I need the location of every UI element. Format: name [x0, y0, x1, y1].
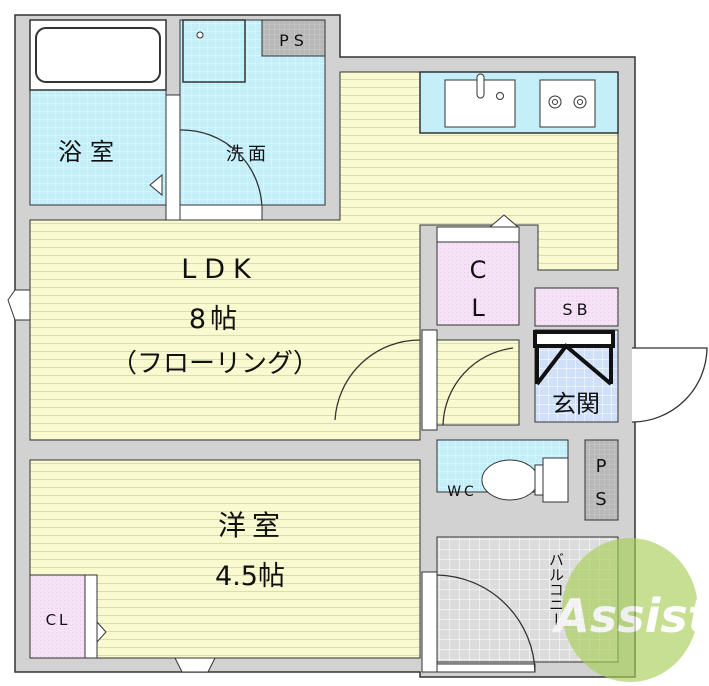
closet-label-l: L — [471, 294, 485, 322]
ldk-size: 8帖 — [189, 304, 241, 335]
door-marker-icon — [149, 173, 163, 197]
assist-logo: Assist — [551, 538, 709, 682]
window-marker-icon — [7, 289, 31, 321]
western-room-name: 洋室 — [218, 509, 286, 542]
ldk-floor: （フローリング） — [111, 349, 319, 379]
ps-top-label: PS — [279, 31, 309, 50]
window-marker-icon — [174, 657, 216, 673]
balcony-label: バルコニー — [547, 552, 565, 627]
sb-label: SB — [562, 300, 591, 319]
closet-ldk: C L — [436, 214, 520, 326]
entrance: 玄関 — [533, 329, 708, 423]
ps-top — [261, 19, 326, 57]
entrance-label: 玄関 — [552, 390, 600, 418]
wc: WC P S — [436, 439, 619, 521]
door-swing — [179, 129, 263, 211]
shoe-box: SB — [534, 287, 619, 327]
washroom: PS 洗面 — [165, 19, 326, 221]
ps-label-p: P — [596, 456, 607, 477]
western-room: 洋室 4.5帖 CL — [29, 459, 421, 673]
ps-label-s: S — [595, 489, 606, 510]
bath-label: 浴室 — [58, 138, 122, 166]
wc-label: WC — [447, 484, 477, 500]
closet-label-c: C — [470, 256, 487, 284]
logo-text: Assist — [551, 589, 709, 643]
hallway — [421, 329, 520, 431]
entrance-door — [631, 347, 708, 423]
ldk-name: LDK — [181, 254, 259, 285]
bathroom: 浴室 — [29, 19, 167, 206]
toilet-icon — [481, 459, 539, 501]
western-room-size: 4.5帖 — [215, 561, 285, 592]
stove-icon — [539, 79, 596, 128]
closet-western-label: CL — [46, 611, 71, 629]
ldk-room: LDK 8帖 （フローリング） — [7, 71, 619, 441]
washroom-label: 洗面 — [226, 144, 270, 165]
washbasin-icon — [182, 19, 246, 83]
